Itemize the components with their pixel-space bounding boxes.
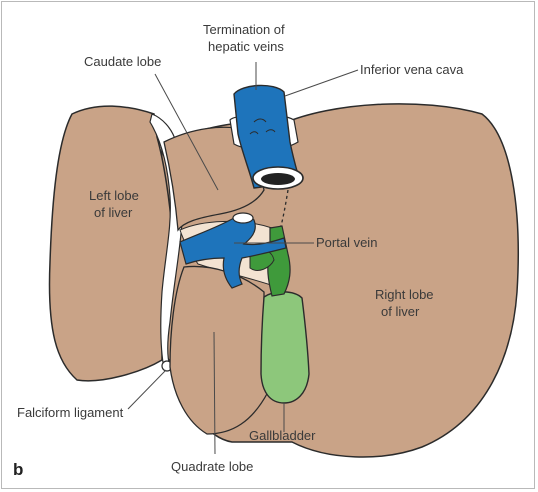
label-left-lobe-line1: Left lobe (89, 188, 139, 204)
label-caudate-lobe: Caudate lobe (84, 54, 161, 70)
gallbladder-shape (261, 292, 309, 403)
label-right-lobe-line2: of liver (381, 304, 419, 320)
portal-vein-opening (233, 213, 253, 223)
label-termination-line1: Termination of (203, 22, 285, 38)
label-falciform-ligament: Falciform ligament (17, 405, 123, 421)
quadrate-lobe-shape (170, 266, 268, 434)
label-left-lobe-line2: of liver (94, 205, 132, 221)
leader-ivc (285, 70, 358, 96)
label-portal-vein: Portal vein (316, 235, 377, 251)
label-termination-line2: hepatic veins (208, 39, 284, 55)
label-gallbladder: Gallbladder (249, 428, 316, 444)
label-right-lobe-line1: Right lobe (375, 287, 434, 303)
panel-letter: b (13, 460, 23, 480)
label-quadrate-lobe: Quadrate lobe (171, 459, 253, 475)
leader-falciform (128, 370, 166, 409)
vena-cava-lumen (261, 173, 295, 185)
left-lobe-shape (49, 106, 172, 381)
label-inferior-vena-cava: Inferior vena cava (360, 62, 463, 78)
